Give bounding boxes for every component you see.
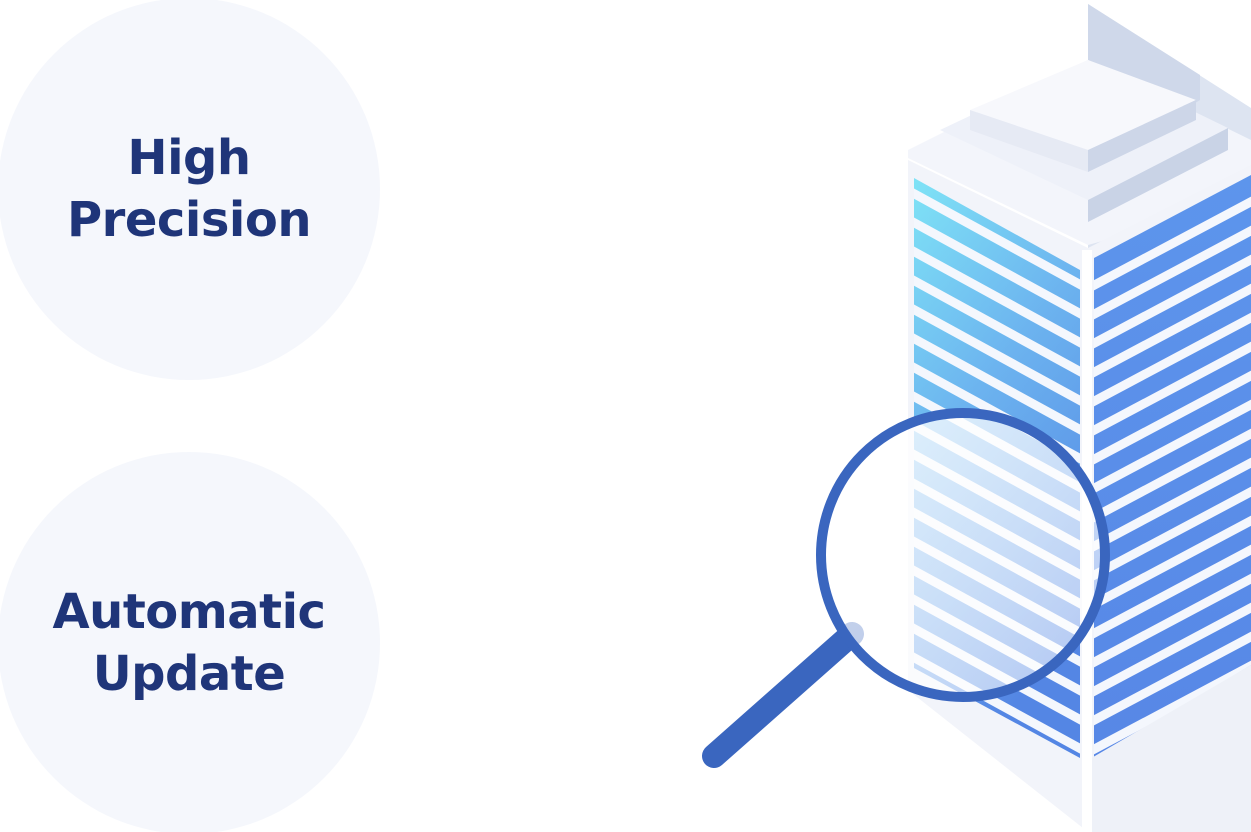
feature-label-line: Update bbox=[92, 646, 286, 702]
roof-tier-3 bbox=[970, 60, 1196, 150]
feature-label-line: High bbox=[127, 130, 251, 186]
roof-tier-2-side bbox=[1088, 128, 1228, 222]
magnifier-ring bbox=[816, 408, 1110, 702]
feature-label-high-precision: High Precision bbox=[24, 127, 354, 251]
magnifier-lens bbox=[821, 413, 1105, 697]
feature-label-line: Precision bbox=[67, 192, 311, 248]
magnifying-glass-icon bbox=[702, 408, 1110, 768]
feature-label-line: Automatic bbox=[52, 584, 327, 640]
roof-tier-3-side bbox=[1088, 100, 1196, 172]
roof-tier-3-front bbox=[970, 110, 1088, 172]
right-facade-stripes bbox=[1094, 193, 1251, 758]
building-right-facade bbox=[1094, 175, 1251, 760]
feature-circle-automatic-update: Automatic Update bbox=[0, 452, 380, 832]
magnifier-handle bbox=[702, 622, 864, 768]
feature-label-automatic-update: Automatic Update bbox=[24, 581, 354, 705]
building-base bbox=[1088, 665, 1251, 832]
feature-circle-high-precision: High Precision bbox=[0, 0, 380, 380]
